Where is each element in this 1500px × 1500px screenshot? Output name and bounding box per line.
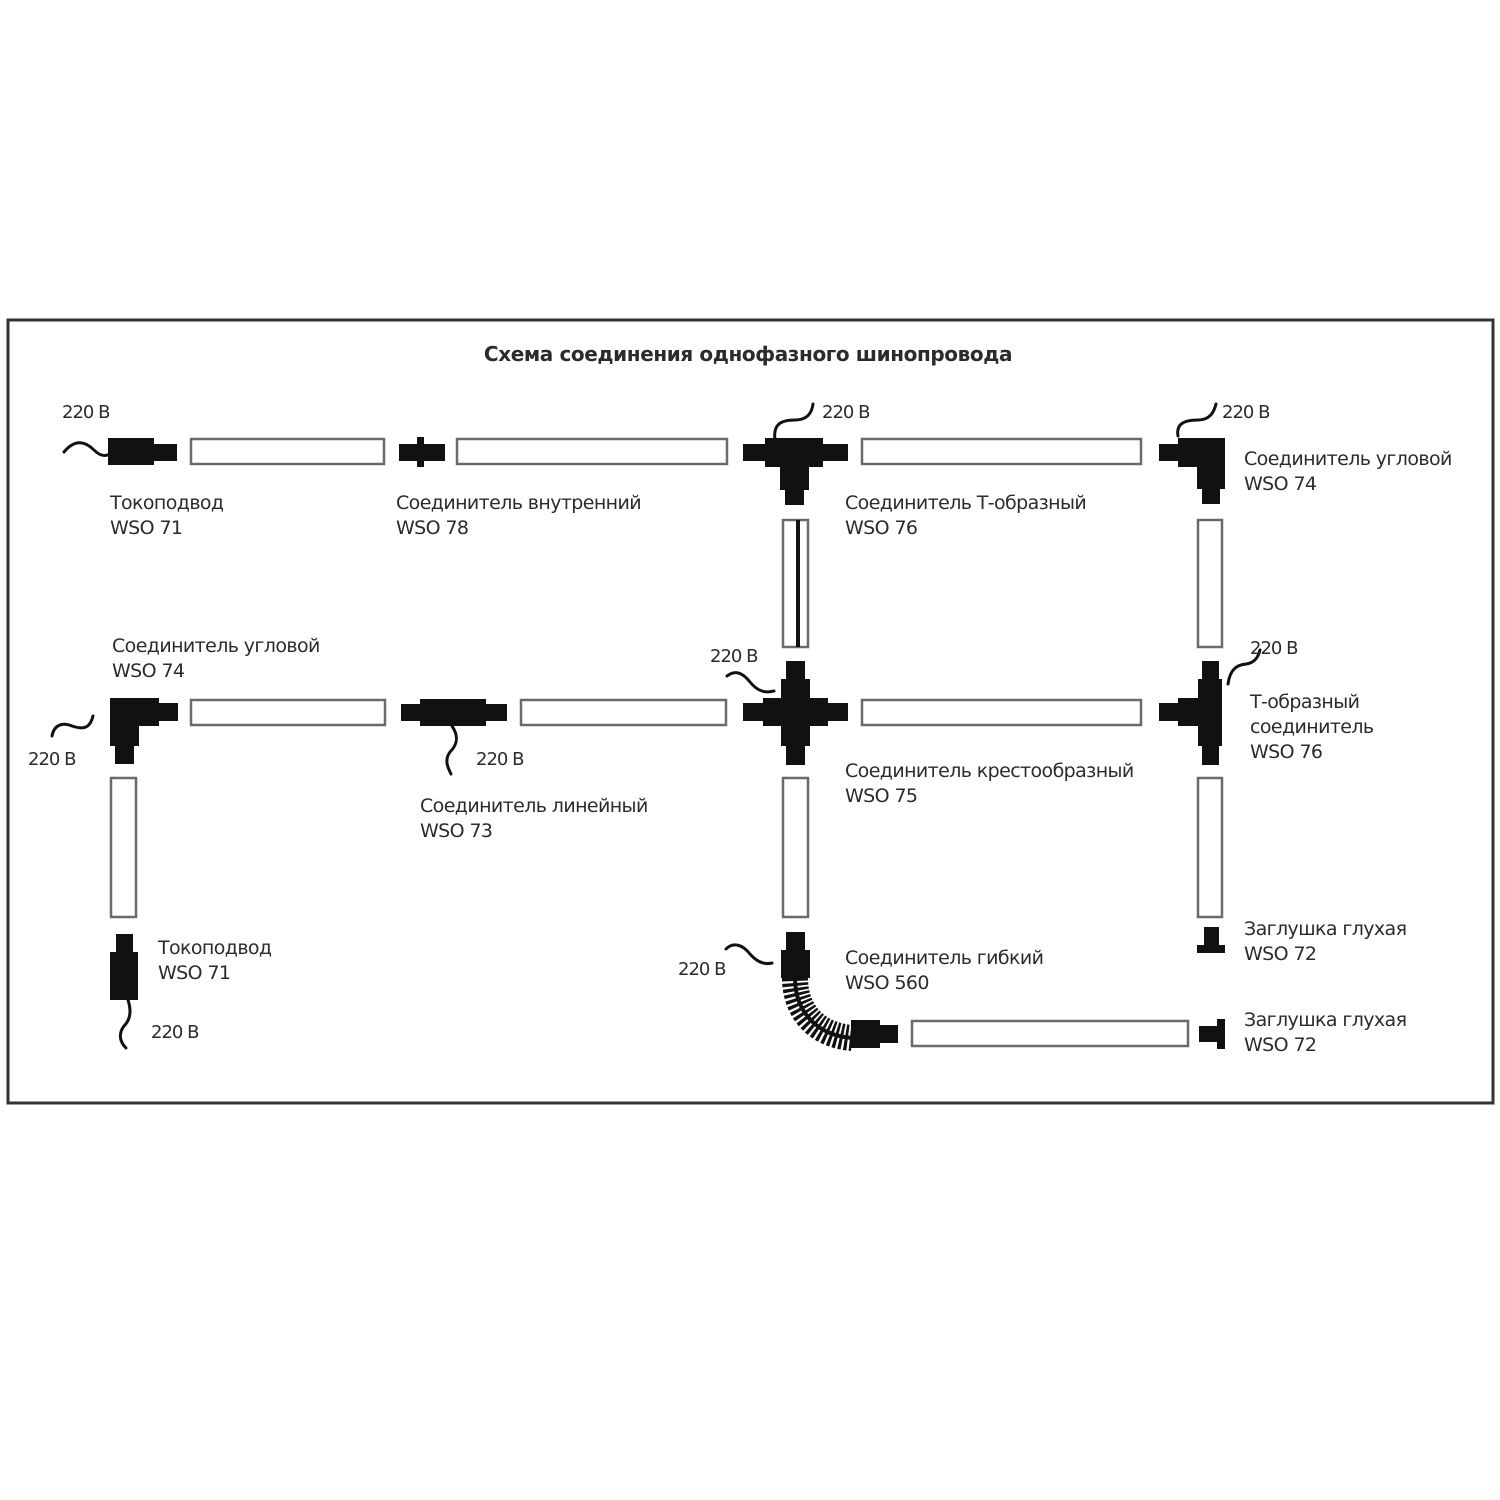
label-end-cap-lower-code: WSO 72 (1244, 1034, 1316, 1056)
track-segment (189, 698, 387, 727)
label-power-feed-top-code: WSO 71 (110, 517, 182, 539)
linear-connector-icon (401, 699, 507, 776)
voltage-label-power-feed-top: 220 В (62, 402, 110, 423)
track-segment-vertical (109, 776, 138, 919)
track-segment (455, 437, 729, 466)
label-cross-connector-name: Соединитель крестообразный (845, 760, 1134, 782)
label-flexible-connector-name: Соединитель гибкий (845, 947, 1043, 969)
label-inner-connector-code: WSO 78 (396, 517, 468, 539)
end-cap-lower-icon (1199, 1019, 1225, 1049)
track-segment (519, 698, 728, 727)
label-end-cap-upper-code: WSO 72 (1244, 943, 1316, 965)
power-feed-bottom-icon (110, 934, 138, 1050)
label-power-feed-bottom-name: Токоподвод (157, 937, 272, 959)
label-corner-connector-left-name: Соединитель угловой (112, 635, 320, 657)
label-power-feed-top-name: Токоподвод (109, 492, 224, 514)
track-segment-vertical (1196, 776, 1224, 919)
inner-connector-icon (399, 437, 445, 467)
voltage-label-t-connector-right: 220 В (1250, 638, 1298, 659)
corner-connector-left-icon (50, 698, 178, 764)
track-segment-vertical (781, 518, 810, 649)
label-end-cap-upper-name: Заглушка глухая (1244, 918, 1406, 940)
label-corner-connector-left-code: WSO 74 (112, 660, 185, 682)
label-linear-connector-code: WSO 73 (420, 820, 492, 842)
voltage-label-flexible-connector: 220 В (678, 959, 726, 980)
power-feed-top-icon (62, 438, 177, 465)
label-t-connector-top-code: WSO 76 (845, 517, 917, 539)
label-corner-connector-top-name: Соединитель угловой (1244, 448, 1452, 470)
voltage-label-linear-connector: 220 В (476, 749, 524, 770)
label-cross-connector-code: WSO 75 (845, 785, 917, 807)
voltage-label-t-connector-top: 220 В (822, 402, 870, 423)
label-inner-connector-name: Соединитель внутренний (396, 492, 641, 514)
cross-connector-icon (725, 661, 848, 765)
voltage-label-power-feed-bottom: 220 В (151, 1022, 199, 1043)
label-end-cap-lower-name: Заглушка глухая (1244, 1009, 1406, 1031)
label-power-feed-bottom-code: WSO 71 (158, 962, 230, 984)
label-linear-connector-name: Соединитель линейный (420, 795, 648, 817)
label-t-connector-right-name-line1: Т-образный (1249, 691, 1359, 713)
label-t-connector-right-name-line2: соединитель (1250, 716, 1374, 738)
end-cap-upper-icon (1197, 927, 1225, 953)
voltage-label-corner-connector-top: 220 В (1222, 402, 1270, 423)
label-t-connector-top-name: Соединитель Т-образный (845, 492, 1086, 514)
voltage-label-cross-connector: 220 В (710, 646, 758, 667)
track-segment-vertical (1196, 518, 1224, 649)
track-segment (910, 1019, 1190, 1048)
track-segment (860, 437, 1143, 466)
label-t-connector-right-code: WSO 76 (1250, 741, 1322, 763)
diagram-frame (6, 318, 1495, 1105)
track-segment-vertical (781, 776, 810, 919)
label-corner-connector-top-code: WSO 74 (1244, 473, 1317, 495)
track-segment (189, 437, 386, 466)
flexible-connector-icon (724, 932, 898, 1051)
label-flexible-connector-code: WSO 560 (845, 972, 929, 994)
corner-connector-top-icon (1159, 402, 1225, 504)
voltage-label-corner-connector-left: 220 В (28, 749, 76, 770)
t-connector-right-icon (1159, 648, 1262, 765)
track-segment (860, 698, 1143, 727)
diagram-title: Схема соединения однофазного шинопровода (484, 342, 1012, 366)
t-connector-top-icon (743, 402, 848, 505)
